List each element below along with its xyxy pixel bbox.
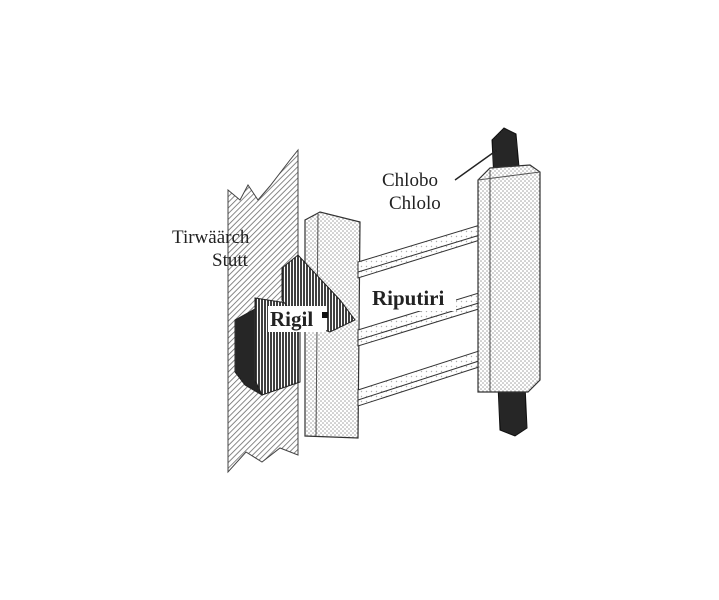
wall-label-line2: Stutt: [212, 250, 249, 271]
post-label-line2: Chlolo: [389, 193, 441, 214]
plate-label-bg: [268, 306, 326, 332]
post-label-line1: Chlobo: [382, 170, 438, 191]
post-sleeve-top: [477, 171, 541, 181]
plate-label-dot: [322, 312, 328, 318]
connector-label: Riputiri: [372, 286, 445, 310]
connector-rails: [357, 224, 483, 407]
wall-label-line1: Tirwäärch: [172, 227, 250, 248]
connector-label-bg: [370, 285, 456, 311]
post-leader-line: [454, 149, 498, 181]
plate-label: Rigil: [270, 307, 313, 331]
post-rod-bottom: [497, 384, 528, 437]
post-sleeve: [477, 164, 541, 393]
